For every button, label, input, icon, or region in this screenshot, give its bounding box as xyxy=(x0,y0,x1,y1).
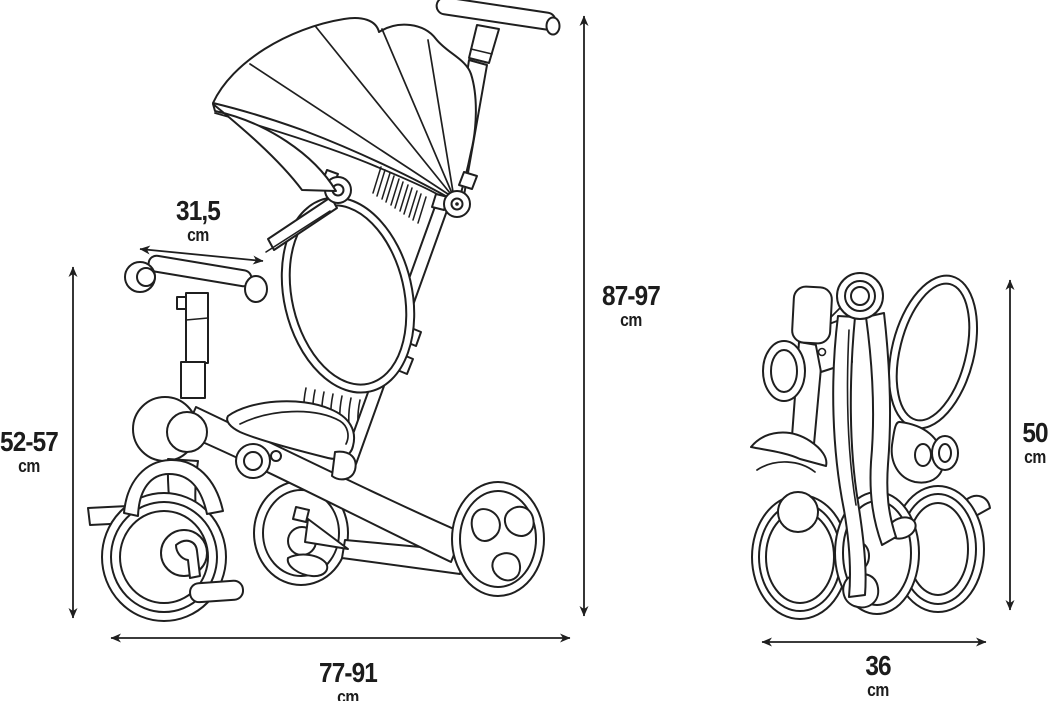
dimension-unit: cm xyxy=(620,309,642,330)
dimension-value: 31,5 xyxy=(176,195,221,226)
dimension-unit: cm xyxy=(337,686,359,701)
dimension-value: 36 xyxy=(865,650,891,681)
dimension-unit: cm xyxy=(1024,446,1046,467)
dimension-value: 50 xyxy=(1022,417,1048,448)
dimension-label-seat-height: 52-57 cm xyxy=(0,426,90,476)
dimension-unit: cm xyxy=(187,224,209,245)
dimension-label-handlebar-width: 31,5 cm xyxy=(137,195,259,245)
tricycle-unfolded-drawing xyxy=(87,0,561,622)
dimension-label-handle-height: 87-97 cm xyxy=(570,280,692,330)
dimension-label-folded-height: 50 cm xyxy=(974,417,1051,467)
tricycle-folded-drawing xyxy=(750,272,991,620)
dimension-label-folded-depth: 36 cm xyxy=(817,650,939,700)
dimension-arrow-handlebar-width xyxy=(139,245,264,265)
dimension-value: 52-57 xyxy=(0,426,59,457)
dimension-value: 77-91 xyxy=(319,657,378,688)
dimension-unit: cm xyxy=(18,455,40,476)
dimension-value: 87-97 xyxy=(602,280,661,311)
dimension-label-length: 77-91 cm xyxy=(287,657,409,701)
dimension-unit: cm xyxy=(867,679,889,700)
